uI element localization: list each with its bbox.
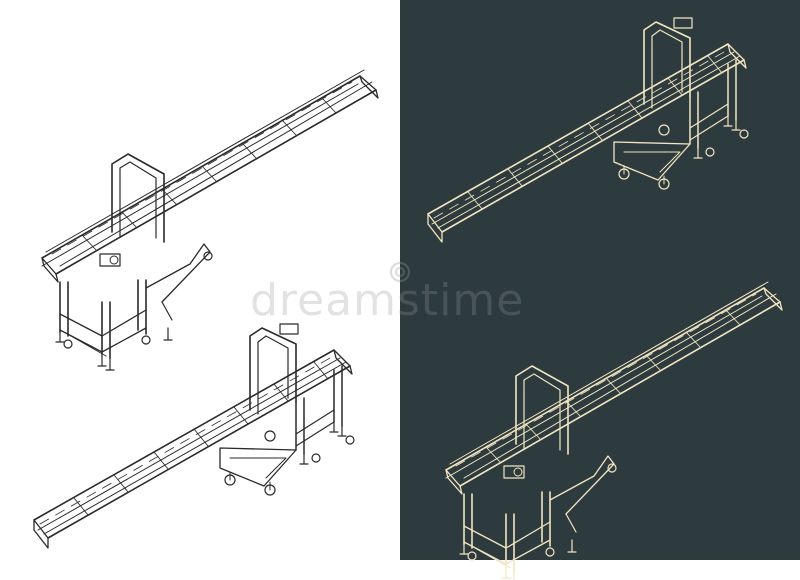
footer-strip bbox=[0, 560, 800, 580]
conveyor-drawing-dark-bottom bbox=[445, 281, 783, 580]
light-panel bbox=[0, 0, 400, 560]
conveyor-drawing-light-top bbox=[41, 69, 379, 371]
conveyor-drawing-light-bottom bbox=[33, 323, 355, 549]
watermark-logo-icon bbox=[390, 262, 410, 282]
conveyor-drawing-dark-top bbox=[427, 17, 749, 243]
